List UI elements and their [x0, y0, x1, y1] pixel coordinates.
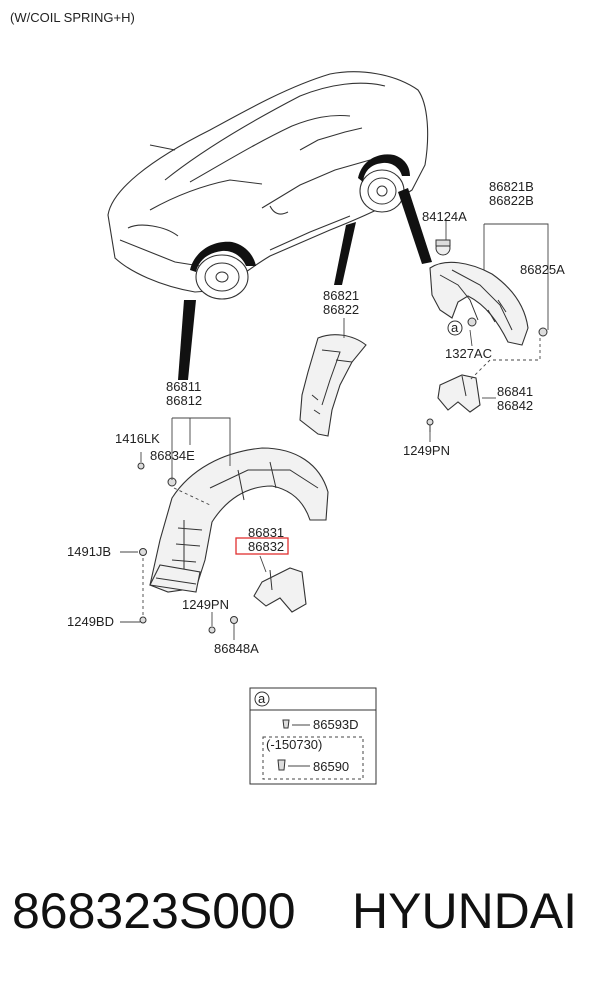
legend-box: a 86593D (-150730) 86590 — [249, 687, 377, 785]
label-86832: 86832 — [248, 539, 284, 554]
rear-mudguard-part — [437, 374, 481, 413]
label-1327AC: 1327AC — [445, 346, 492, 361]
front-mudguard-part — [253, 567, 307, 613]
legend-item-86593D: 86593D — [313, 717, 359, 732]
label-1249PN-rear: 1249PN — [403, 443, 450, 458]
label-1249PN-front: 1249PN — [182, 597, 229, 612]
label-1491JB: 1491JB — [67, 544, 111, 559]
label-86821B: 86821B — [489, 179, 534, 194]
label-1416LK: 1416LK — [115, 431, 160, 446]
label-84124A: 84124A — [422, 209, 467, 224]
label-86842: 86842 — [497, 398, 533, 413]
rear-wheel-guard-part: a — [429, 239, 548, 346]
label-86831: 86831 — [248, 525, 284, 540]
car-illustration — [107, 71, 429, 300]
label-86848A: 86848A — [214, 641, 259, 656]
label-86821: 86821 — [323, 288, 359, 303]
label-86811: 86811 — [166, 379, 201, 394]
label-86822: 86822 — [323, 302, 359, 317]
footer-part-number: 868323S000 — [12, 883, 296, 939]
footer-brand: HYUNDAI — [352, 883, 577, 939]
label-1249BD: 1249BD — [67, 614, 114, 629]
label-86812: 86812 — [166, 393, 202, 408]
label-86825A: 86825A — [520, 262, 565, 277]
label-86822B: 86822B — [489, 193, 534, 208]
rear-wheel-pointer — [398, 188, 432, 264]
callout-a-marker: a — [451, 320, 459, 335]
header-note: (W/COIL SPRING+H) — [10, 10, 135, 25]
legend-date-range: (-150730) — [266, 737, 322, 752]
legend-key: a — [258, 691, 266, 706]
highlight-86832 — [235, 537, 289, 555]
front-liner-pointer — [178, 300, 196, 380]
label-86841: 86841 — [497, 384, 533, 399]
label-86834E: 86834E — [150, 448, 195, 463]
rear-liner-pointer — [334, 222, 356, 285]
side-liner-part — [299, 334, 367, 437]
legend-item-86590: 86590 — [313, 759, 349, 774]
front-wheel-guard-part — [149, 447, 329, 593]
